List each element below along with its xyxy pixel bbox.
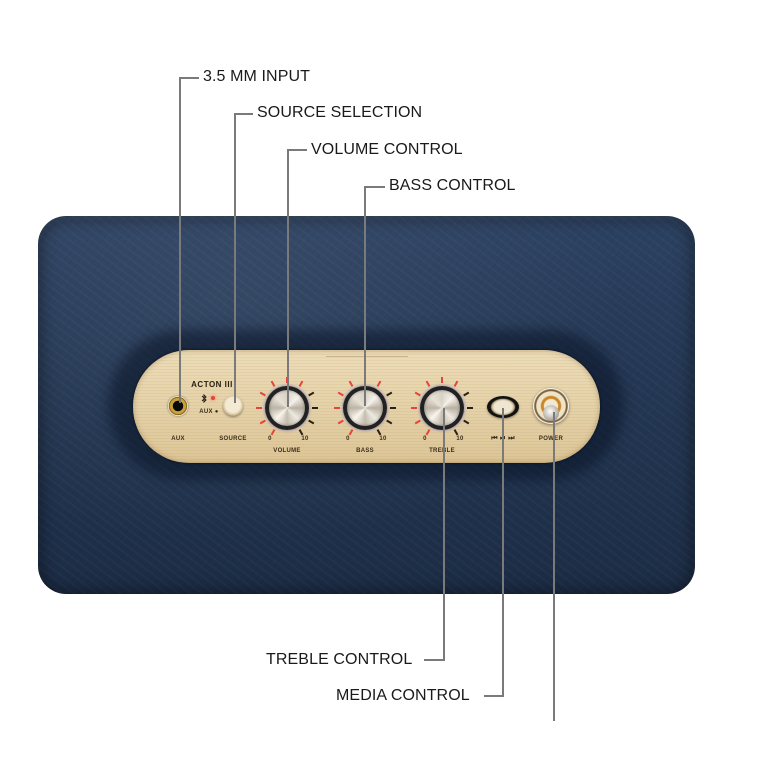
tick-led [256, 407, 262, 409]
tick-led [270, 429, 276, 436]
bluetooth-led [211, 396, 215, 400]
leader-bass [364, 186, 366, 406]
tick-led [312, 407, 318, 409]
tick-led [463, 419, 470, 425]
bass-max: 10 [379, 436, 387, 442]
tick-led [453, 380, 459, 387]
treble-max: 10 [456, 436, 464, 442]
leader-treble [443, 408, 445, 661]
leader-input-h [179, 77, 199, 79]
power-toggle-lever[interactable] [543, 405, 559, 421]
tick-led [463, 391, 470, 397]
tick-led [414, 419, 421, 425]
knob-cap [424, 390, 460, 426]
tick-led [390, 407, 396, 409]
leader-power [553, 412, 555, 721]
source-button[interactable] [223, 396, 243, 416]
leader-volume [287, 149, 289, 407]
aux-indicator-label: AUX ● [199, 409, 219, 415]
volume-label: VOLUME [273, 448, 301, 454]
tick-led [298, 380, 304, 387]
leader-media [502, 408, 504, 697]
tick-led [308, 391, 315, 397]
tick-led [376, 429, 382, 436]
tick-led [441, 377, 443, 383]
embossed-logo [326, 356, 408, 360]
bottom-margin [0, 721, 760, 760]
tick-led [376, 380, 382, 387]
bass-min: 0 [346, 436, 350, 442]
callout-treble-control: TREBLE CONTROL [266, 651, 413, 668]
leader-media-h [484, 695, 504, 697]
tick-led [334, 407, 340, 409]
tick-led [259, 391, 266, 397]
tick-led [411, 407, 417, 409]
tick-led [425, 380, 431, 387]
treble-min: 0 [423, 436, 427, 442]
tick-led [348, 429, 354, 436]
callout-bass-control: BASS CONTROL [389, 177, 516, 194]
tick-led [386, 419, 393, 425]
source-label: SOURCE [219, 436, 247, 442]
treble-label: TREBLE [429, 448, 455, 454]
power-label: POWER [538, 436, 564, 442]
volume-min: 0 [268, 436, 272, 442]
leader-input [179, 77, 181, 403]
bass-label: BASS [356, 448, 374, 454]
aux-jack[interactable] [168, 396, 188, 416]
leader-treble-h [424, 659, 445, 661]
treble-knob[interactable] [407, 373, 477, 443]
callout-3-5mm-input: 3.5 MM INPUT [203, 68, 310, 85]
tick-led [337, 391, 344, 397]
callout-media-control: MEDIA CONTROL [336, 687, 470, 704]
leader-source [234, 113, 236, 403]
leader-source-h [234, 113, 253, 115]
leader-bass-h [364, 186, 385, 188]
tick-led [414, 391, 421, 397]
leader-volume-h [287, 149, 307, 151]
callout-source-selection: SOURCE SELECTION [257, 104, 423, 121]
tick-led [298, 429, 304, 436]
tick-led [453, 429, 459, 436]
volume-max: 10 [301, 436, 309, 442]
tick-led [386, 391, 393, 397]
brand-label: ACTON III [191, 380, 233, 389]
aux-label: AUX [171, 436, 185, 442]
tick-led [270, 380, 276, 387]
media-control-button[interactable] [487, 396, 519, 418]
tick-led [467, 407, 473, 409]
bluetooth-icon [201, 394, 207, 403]
tick-led [425, 429, 431, 436]
tick-led [348, 380, 354, 387]
tick-led [259, 419, 266, 425]
callout-volume-control: VOLUME CONTROL [311, 141, 463, 158]
tick-led [337, 419, 344, 425]
tick-led [308, 419, 315, 425]
